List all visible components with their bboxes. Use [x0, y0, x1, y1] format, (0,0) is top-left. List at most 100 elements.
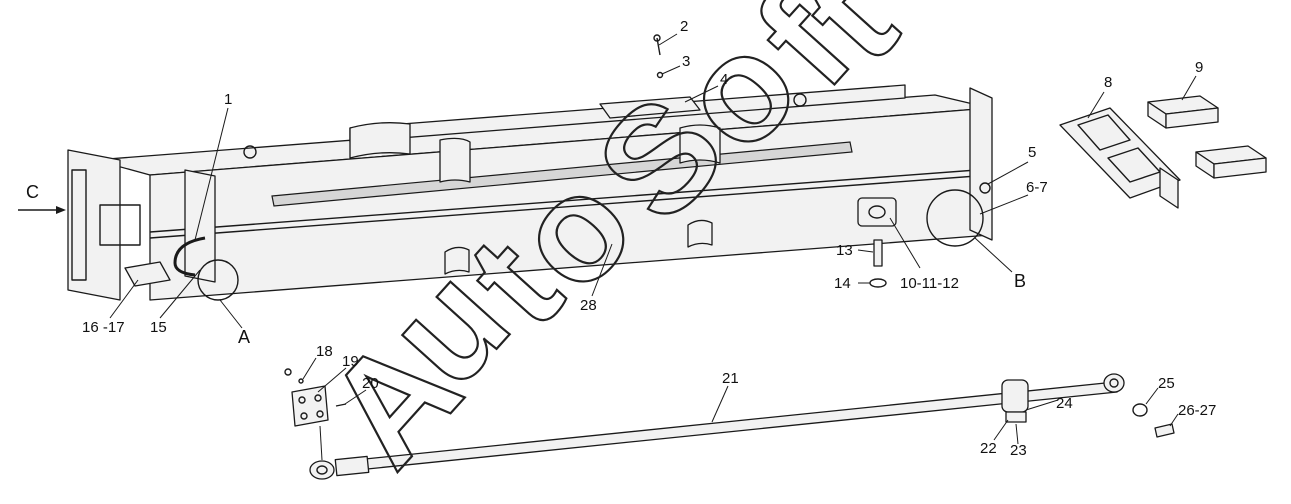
callout-16-17: 16 -17 — [82, 319, 125, 336]
leader-16-17 — [109, 279, 139, 319]
leader-10-11-12 — [889, 217, 921, 269]
rod-eye-right — [1103, 373, 1125, 393]
left-end-frame — [67, 149, 121, 301]
view-label-c: C — [26, 182, 39, 202]
callout-4: 4 — [720, 71, 728, 88]
callout-14: 14 — [834, 275, 851, 292]
block-front-1 — [1165, 107, 1219, 129]
watermark: A u t o S o f t — [293, 0, 928, 498]
bracket-hole-3 — [300, 412, 308, 420]
main-beam — [18, 84, 993, 301]
pin — [1154, 423, 1175, 438]
bracket-hole-4 — [316, 410, 324, 418]
rod-clamp — [1001, 379, 1029, 413]
leader-28 — [591, 243, 613, 297]
clamp-bracket — [857, 197, 897, 227]
clamp-hole — [868, 205, 886, 219]
end-plate-hole — [979, 182, 991, 194]
bracket-hole-1 — [298, 396, 306, 404]
view-arrow-c-head — [56, 206, 66, 214]
lifting-lug-2 — [793, 93, 807, 107]
leader-21 — [711, 385, 729, 423]
callout-9: 9 — [1195, 59, 1203, 76]
leader-3 — [661, 65, 681, 75]
cable-loom — [173, 236, 206, 277]
leader-18 — [302, 357, 317, 380]
leader-2 — [658, 33, 678, 46]
callout-26-27: 26-27 — [1178, 402, 1216, 419]
pin-washer — [1132, 403, 1148, 417]
block-front-2 — [1213, 157, 1267, 179]
callout-18: 18 — [316, 343, 333, 360]
callout-23: 23 — [1010, 442, 1027, 459]
lifting-lug-1 — [243, 145, 257, 159]
leader-4 — [684, 85, 719, 103]
small-washer — [656, 71, 664, 79]
leader-6-7 — [979, 194, 1029, 215]
callout-5: 5 — [1028, 144, 1036, 161]
leader-23 — [1015, 423, 1019, 445]
beam-flange-line — [149, 174, 991, 239]
callout-25: 25 — [1158, 375, 1175, 392]
leader-13 — [857, 249, 874, 253]
callout-2: 2 — [680, 18, 688, 35]
left-inner-bracket — [184, 169, 216, 283]
callout-15: 15 — [150, 319, 167, 336]
rod-pin-line — [319, 425, 323, 461]
callout-20: 20 — [362, 375, 379, 392]
callout-1: 1 — [224, 91, 232, 108]
screw-head — [653, 34, 661, 42]
nut — [284, 368, 292, 376]
rod-eye-left-hole — [316, 465, 328, 475]
callout-3: 3 — [682, 53, 690, 70]
callout-21: 21 — [722, 370, 739, 387]
saddle-bracket-2 — [439, 137, 471, 183]
callout-19: 19 — [342, 353, 359, 370]
detail-circle-b — [926, 189, 984, 247]
left-side-rail — [71, 169, 87, 281]
top-fasteners — [653, 34, 664, 79]
callout-28: 28 — [580, 297, 597, 314]
beam-flange-line-2 — [149, 168, 991, 233]
bottom-pad-2 — [687, 219, 713, 248]
leader-1 — [194, 107, 229, 241]
leader-15 — [159, 269, 201, 319]
rod-eye-left — [309, 460, 335, 480]
link-rod-assembly — [284, 368, 1175, 480]
washer — [869, 278, 887, 288]
top-plate — [599, 96, 701, 119]
leader-19 — [317, 367, 347, 393]
stud — [873, 239, 883, 267]
right-end-plate — [969, 87, 993, 241]
bottom-pad-1 — [444, 246, 470, 275]
leader-25 — [1145, 387, 1159, 405]
frame-plate-window-1 — [1077, 114, 1131, 151]
callout-13: 13 — [836, 242, 853, 259]
leader-24 — [1025, 399, 1059, 411]
leader-lines — [109, 33, 1197, 445]
leader-8 — [1087, 91, 1105, 119]
bracket-hole-2 — [314, 394, 322, 402]
rod-end-sleeve — [334, 455, 370, 477]
leader-9 — [1181, 75, 1197, 101]
view-label-a: A — [238, 327, 250, 347]
callout-6-7: 6-7 — [1026, 179, 1048, 196]
frame-plate-tab — [1159, 167, 1179, 209]
saddle-bracket-3 — [679, 124, 721, 164]
detail-circle-a — [197, 259, 239, 301]
leader-20 — [344, 389, 367, 405]
leader-26-27 — [1169, 413, 1179, 427]
callout-24: 24 — [1056, 395, 1073, 412]
washer-small — [298, 378, 304, 384]
callout-22: 22 — [980, 440, 997, 457]
left-mount-plate — [99, 204, 141, 246]
leader-5 — [987, 161, 1029, 185]
bolt — [335, 403, 347, 407]
leader-22 — [993, 419, 1009, 441]
leader-b — [974, 237, 1013, 273]
side-plates — [1059, 95, 1267, 209]
rod-eye-right-hole — [1109, 378, 1119, 388]
saddle-bracket-1 — [349, 122, 411, 159]
